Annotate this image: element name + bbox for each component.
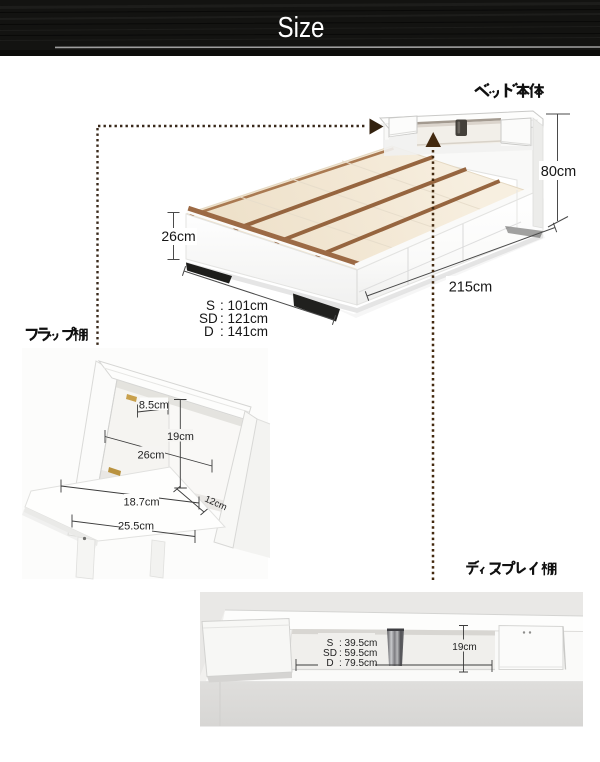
svg-text:Size: Size — [278, 12, 325, 44]
svg-text:26cm: 26cm — [138, 450, 165, 462]
svg-text:215cm: 215cm — [449, 280, 493, 296]
svg-text:19cm: 19cm — [452, 642, 476, 653]
svg-text:D: D — [326, 658, 333, 669]
svg-text:: 59.5cm: : 59.5cm — [339, 648, 377, 659]
svg-text:SD: SD — [323, 648, 337, 659]
svg-text:: 39.5cm: : 39.5cm — [339, 638, 377, 649]
svg-text:8.5cm: 8.5cm — [139, 400, 169, 412]
svg-text:SD: SD — [199, 311, 218, 326]
svg-text:S: S — [206, 298, 215, 313]
svg-text:25.5cm: 25.5cm — [118, 521, 154, 533]
svg-text:80cm: 80cm — [541, 164, 576, 180]
svg-text:26cm: 26cm — [161, 228, 195, 244]
svg-text:S: S — [327, 638, 334, 649]
svg-text:: 79.5cm: : 79.5cm — [339, 658, 377, 669]
svg-text:19cm: 19cm — [167, 431, 194, 443]
svg-text:18.7cm: 18.7cm — [123, 497, 159, 509]
svg-text:D: D — [204, 324, 214, 339]
svg-text:: 141cm: : 141cm — [220, 324, 268, 339]
svg-text:: 101cm: : 101cm — [220, 298, 268, 313]
svg-text:: 121cm: : 121cm — [220, 311, 268, 326]
